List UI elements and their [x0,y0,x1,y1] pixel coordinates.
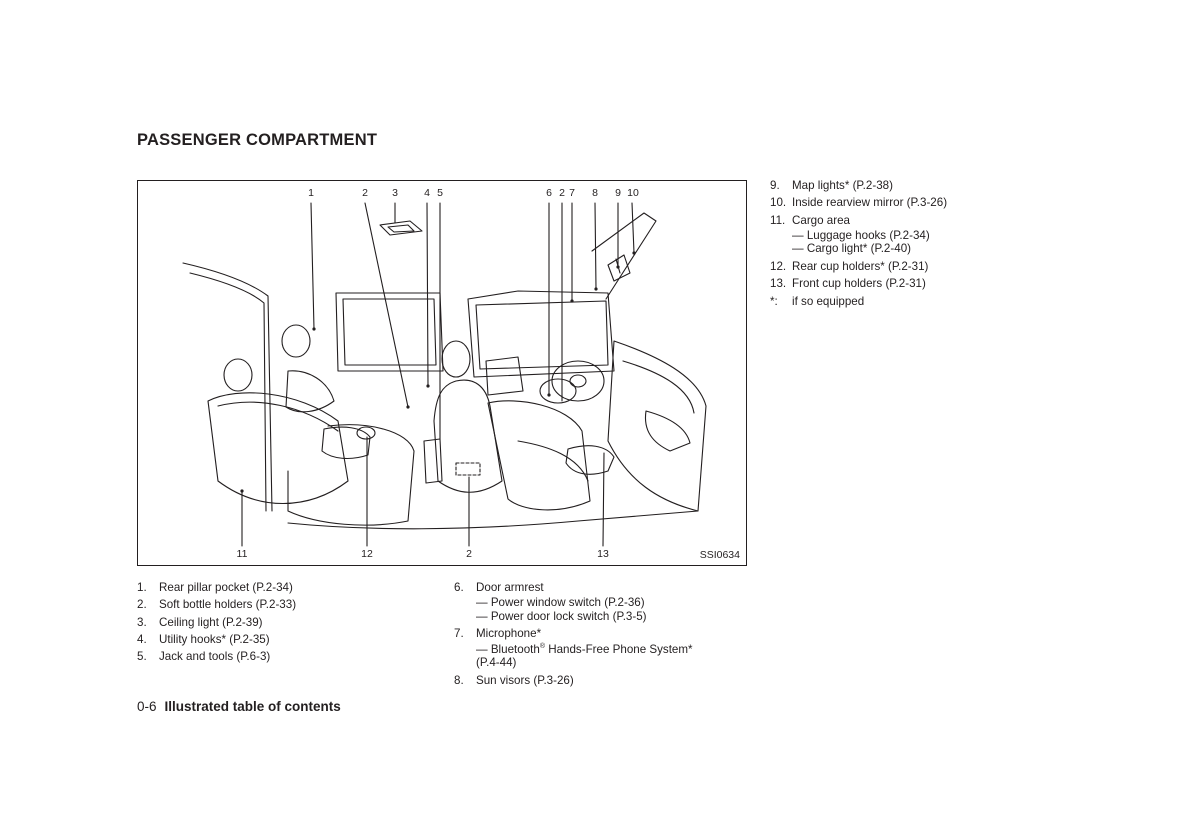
legend-item-11: 11.Cargo area — Luggage hooks (P.2-34) —… [770,212,947,256]
legend-list-middle: 6.Door armrest — Power window switch (P.… [454,579,693,689]
legend-item-12: 12.Rear cup holders* (P.2-31) [770,260,929,274]
callout-13: 13 [597,548,609,560]
legend-note: *:if so equipped [770,294,865,308]
interior-drawing [182,202,707,547]
page-footer: 0-6 Illustrated table of contents [137,699,341,714]
legend-item-1: 1.Rear pillar pocket (P.2-34) [137,581,293,594]
legend-item-10: 10.Inside rearview mirror (P.3-26) [770,196,948,210]
legend-item-2: 2.Soft bottle holders (P.2-33) [137,598,297,612]
callout-2b: 2 [559,187,565,199]
legend-item-11-sub-1: — Luggage hooks (P.2-34) [792,228,930,242]
legend-item-6-sub-1: — Power window switch (P.2-36) [476,596,645,610]
legend-item-8: 8.Sun visors (P.3-26) [454,673,574,687]
legend-item-13: 13.Front cup holders (P.2-31) [770,277,926,291]
legend-item-7-sub-1: — Bluetooth® Hands-Free Phone System* [476,642,693,656]
page-number: 0-6 [137,699,157,714]
legend-item-3: 3.Ceiling light (P.2-39) [137,615,263,629]
callout-1: 1 [308,187,314,199]
callout-8: 8 [592,187,598,199]
legend-item-7: 7.Microphone* — Bluetooth® Hands-Free Ph… [454,627,693,670]
legend-item-6: 6.Door armrest — Power window switch (P.… [454,579,693,623]
legend-item-5: 5.Jack and tools (P.6-3) [137,650,271,664]
callout-12: 12 [361,548,373,560]
callout-2c: 2 [466,548,472,560]
callout-4: 4 [424,187,430,199]
callout-5: 5 [437,187,443,199]
legend-item-11-sub-2: — Cargo light* (P.2-40) [792,242,911,256]
legend-item-6-sub-2: — Power door lock switch (P.3-5) [476,609,647,623]
legend-item-4: 4.Utility hooks* (P.2-35) [137,632,270,646]
passenger-compartment-illustration: 1 2 3 4 5 6 2 7 8 9 10 11 12 2 13 SSI063… [137,180,747,566]
section-heading: PASSENGER COMPARTMENT [137,131,378,149]
callout-3: 3 [392,187,398,199]
callout-7: 7 [569,187,575,199]
callout-10: 10 [627,187,639,199]
callout-11: 11 [236,548,248,560]
callout-9: 9 [615,187,621,199]
legend-item-9: 9.Map lights* (P.2-38) [770,179,893,192]
figure-code: SSI0634 [699,549,740,561]
callout-6: 6 [546,187,552,199]
callout-2: 2 [362,187,368,199]
legend-list-right: 9.Map lights* (P.2-38) 10.Inside rearvie… [770,177,947,310]
section-title: Illustrated table of contents [164,699,341,714]
legend-item-7-sub-2: (P.4-44) [476,656,517,670]
legend-list-left: 1.Rear pillar pocket (P.2-34) 2.Soft bot… [137,579,296,665]
